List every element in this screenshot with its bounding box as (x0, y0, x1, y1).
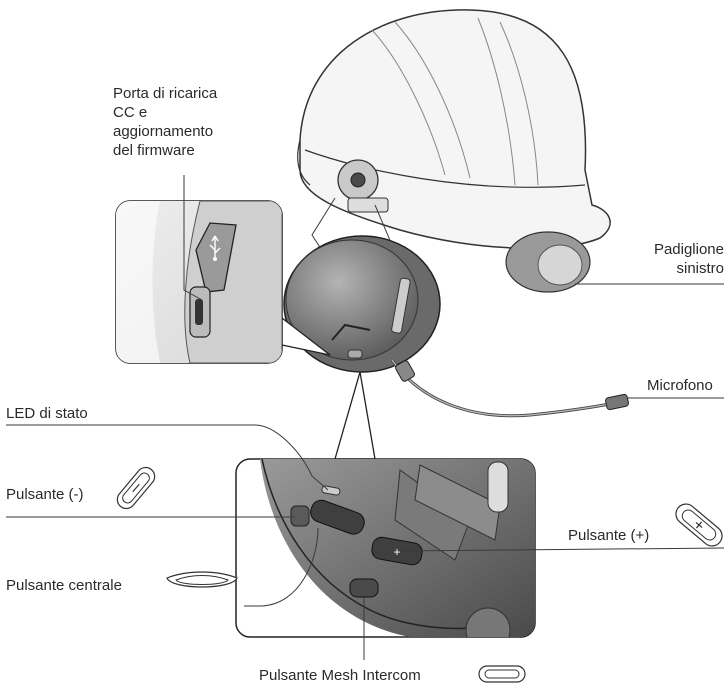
center-button-icon (167, 572, 237, 587)
mesh-intercom-button (350, 579, 378, 597)
hard-hat (298, 10, 610, 248)
mesh-button-icon (479, 666, 525, 682)
microphone-boom (392, 360, 629, 416)
minus-button (291, 506, 309, 526)
left-earcup (284, 236, 440, 372)
plus-button-icon (672, 500, 726, 550)
minus-button-icon (114, 464, 159, 512)
svg-text:+: + (393, 545, 400, 559)
